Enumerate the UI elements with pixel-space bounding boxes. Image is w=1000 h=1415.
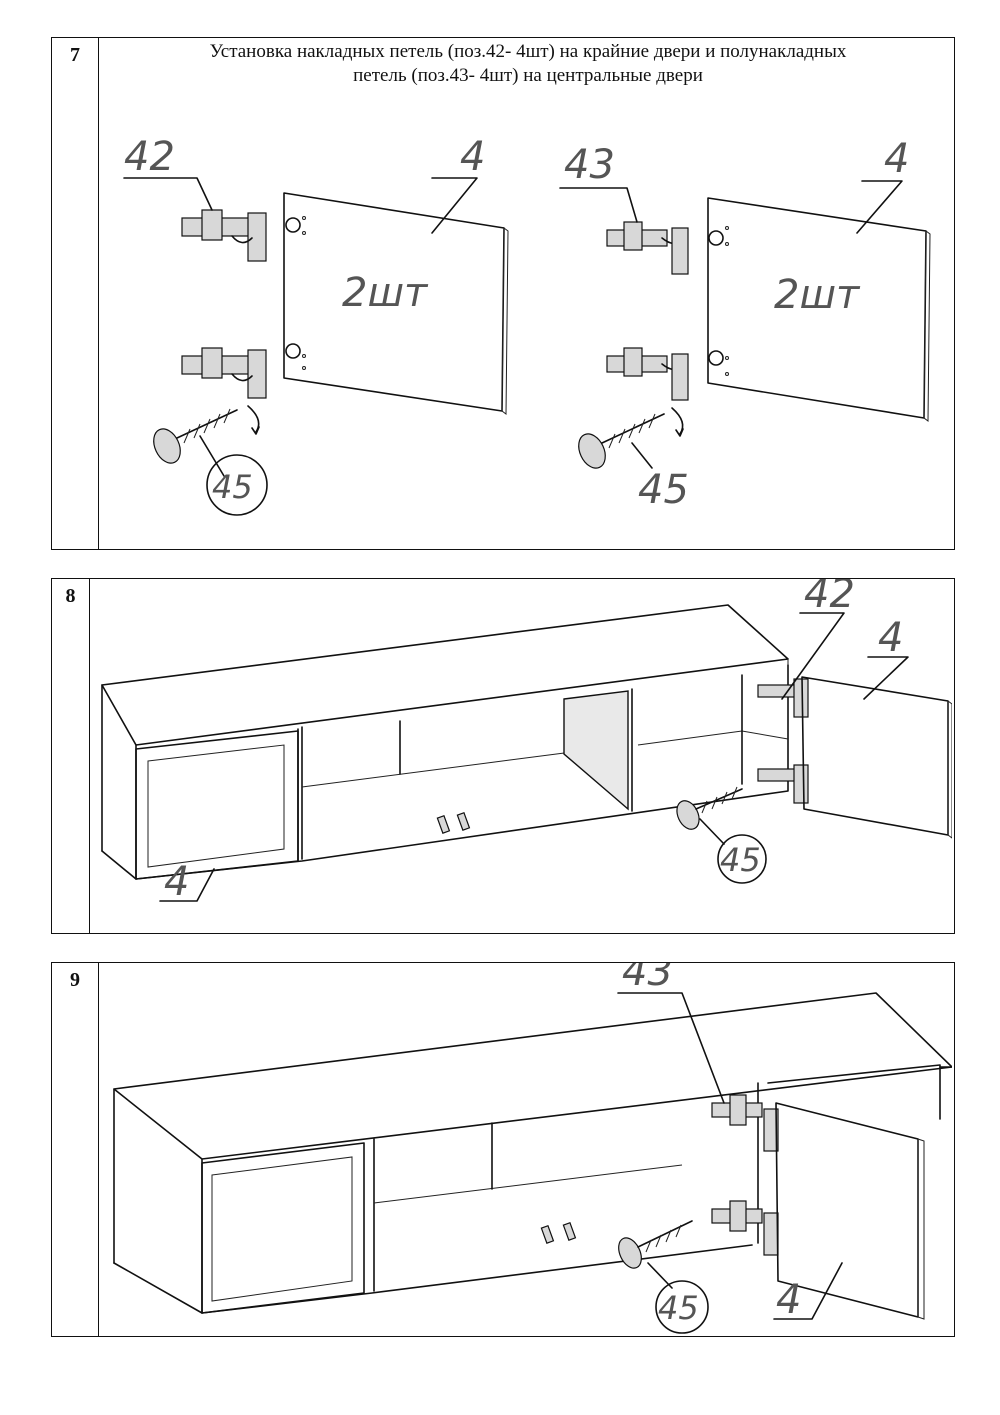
step-9-panel: 9 xyxy=(51,962,955,1337)
dowel-icon xyxy=(562,1222,577,1241)
label-door-4: 4 xyxy=(460,134,485,180)
half-overlay-hinge-assembly: 43 4 2шт 45 xyxy=(559,136,931,513)
right-door xyxy=(801,676,949,836)
caption-line-1: Установка накладных петель (поз.42- 4шт)… xyxy=(209,41,847,62)
label-screw-45: 45 xyxy=(658,1289,699,1327)
cabinet-top xyxy=(101,604,789,746)
hinge-icon xyxy=(757,764,809,804)
hinge-cup-hole xyxy=(708,230,724,246)
left-door xyxy=(201,1142,365,1314)
callout-circle xyxy=(717,834,767,884)
step-8-drawing: 42 4 45 4 xyxy=(101,579,952,905)
label-door-4: 4 xyxy=(776,1277,801,1323)
label-hinge-43: 43 xyxy=(622,963,673,995)
hinge-icon xyxy=(757,678,809,718)
dowel-icon xyxy=(540,1225,555,1244)
screw-icon xyxy=(153,405,260,464)
label-screw-45: 45 xyxy=(720,841,761,879)
label-hinge-43: 43 xyxy=(564,142,615,188)
label-screw-45: 45 xyxy=(638,467,689,513)
step-number: 9 xyxy=(52,963,99,1336)
cabinet-front xyxy=(135,664,789,880)
callout-circle xyxy=(655,1280,709,1334)
hinge-icon xyxy=(711,1200,779,1256)
label-hinge-42: 42 xyxy=(124,134,175,180)
hinge-cup-hole xyxy=(285,217,301,233)
label-door-4: 4 xyxy=(884,136,909,182)
label-door-4: 4 xyxy=(164,859,189,905)
overlay-hinge-assembly: 42 4 2шт 45 xyxy=(123,134,509,516)
hinge-icon xyxy=(711,1094,779,1152)
hinge-cup-hole xyxy=(285,343,301,359)
dowel-icon xyxy=(456,812,471,831)
step-8-panel: 8 xyxy=(51,578,955,934)
step-number: 7 xyxy=(52,38,99,549)
hinge-icon xyxy=(181,209,267,262)
dowel-icon xyxy=(436,815,451,834)
hinge-icon xyxy=(606,221,689,275)
screw-icon xyxy=(618,1220,693,1269)
step-caption: Установка накладных петель (поз.42- 4шт)… xyxy=(112,40,944,88)
caption-line-2: петель (поз.43- 4шт) на центральные двер… xyxy=(353,65,703,86)
step-7-panel: 7 Установка накладных петель (поз.42- 4ш… xyxy=(51,37,955,550)
label-screw-45: 45 xyxy=(212,468,253,506)
hinge-icon xyxy=(181,347,267,399)
label-qty: 2шт xyxy=(342,270,429,316)
screw-icon xyxy=(578,407,684,469)
cabinet-top xyxy=(113,992,952,1160)
screw-icon xyxy=(676,786,743,830)
step-7-drawing: 42 4 2шт 45 xyxy=(123,134,931,516)
label-door-4: 4 xyxy=(878,615,903,661)
step-number: 8 xyxy=(52,579,90,933)
hinge-cup-hole xyxy=(708,350,724,366)
step-9-drawing: 43 45 4 xyxy=(113,963,952,1334)
label-hinge-42: 42 xyxy=(804,579,855,617)
label-qty: 2шт xyxy=(774,272,861,318)
callout-circle xyxy=(206,454,268,516)
hinge-icon xyxy=(606,347,689,401)
